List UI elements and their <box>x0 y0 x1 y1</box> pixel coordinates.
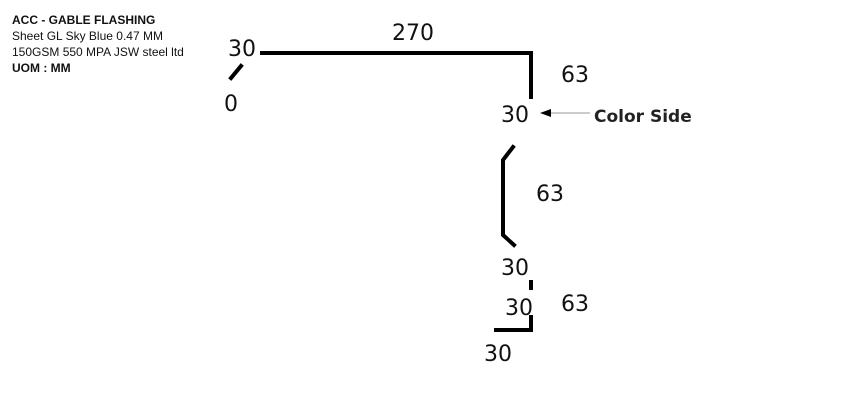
dim-lower-angle-2: 30 <box>505 296 533 321</box>
dim-top-length: 270 <box>392 21 434 46</box>
dim-top-left-angle: 30 <box>228 37 256 62</box>
dim-corner-angle: 30 <box>501 103 529 128</box>
dim-start-angle: 0 <box>224 92 238 117</box>
start-hook-segment <box>228 63 244 81</box>
color-side-label: Color Side <box>594 107 692 127</box>
sheet-spec: Sheet GL Sky Blue 0.47 MM <box>12 29 163 43</box>
dim-right-drop: 63 <box>561 63 589 88</box>
unit-of-measure: UOM : MM <box>12 61 71 75</box>
material-spec: 150GSM 550 MPA JSW steel ltd <box>12 45 184 59</box>
dim-lower-angle-1: 30 <box>501 256 529 281</box>
product-title: ACC - GABLE FLASHING <box>12 13 156 27</box>
dim-bottom-angle: 30 <box>484 342 512 367</box>
bottom-hook-segment <box>494 315 533 332</box>
profile-lines <box>228 51 533 332</box>
info-block: ACC - GABLE FLASHING Sheet GL Sky Blue 0… <box>12 12 184 76</box>
vertical-bend-segment <box>501 144 517 248</box>
dim-vertical-length: 63 <box>536 182 564 207</box>
color-side-arrow <box>540 109 590 117</box>
dim-lower-length: 63 <box>561 292 589 317</box>
